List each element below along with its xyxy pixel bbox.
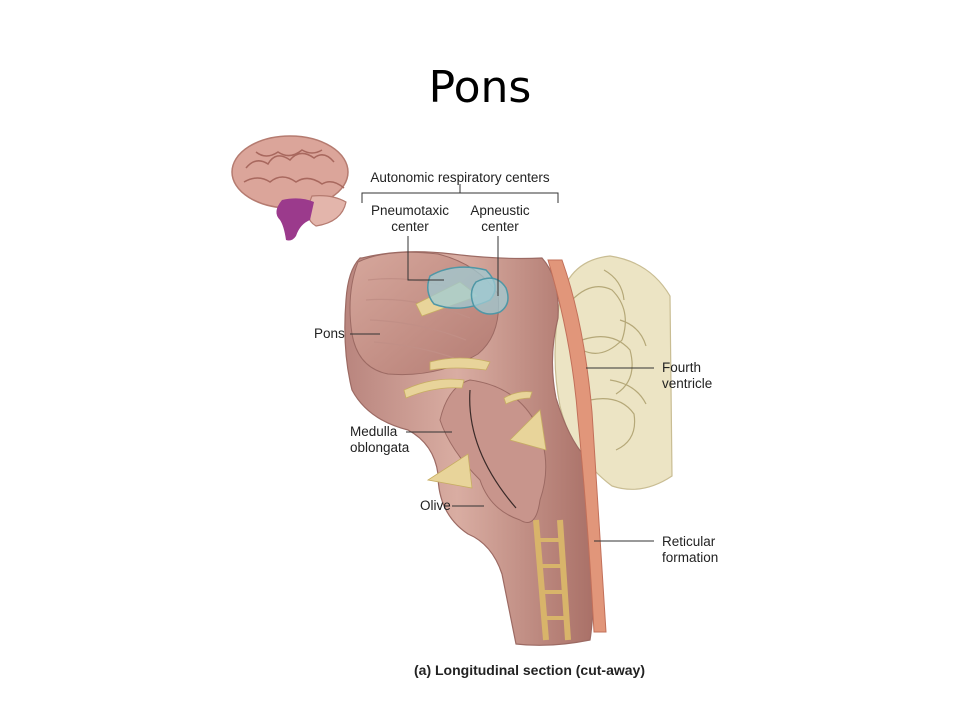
figure-caption: (a) Longitudinal section (cut-away): [414, 662, 646, 678]
cranial-nerves: [403, 281, 547, 489]
reticular-formation-label: Reticular formation: [662, 534, 719, 565]
fourth-ventricle-label: Fourth ventricle: [662, 360, 713, 391]
slide-title: Pons: [428, 62, 532, 113]
olive-label: Olive: [420, 498, 451, 513]
leader-lines: [350, 184, 654, 542]
pons-label: Pons: [314, 326, 345, 341]
reticular-rungs: [538, 538, 568, 620]
pneumotaxic-center-label: Pneumotaxic center: [370, 203, 450, 234]
medulla-oblongata-label: Medulla oblongata: [350, 424, 410, 455]
autonomic-respiratory-centers-label: Autonomic respiratory centers: [370, 170, 550, 185]
apneustic-center: [470, 277, 509, 315]
apneustic-center-label: Apneustic center: [470, 203, 530, 234]
inset-brain: [231, 135, 349, 241]
central-canal: [547, 259, 607, 633]
